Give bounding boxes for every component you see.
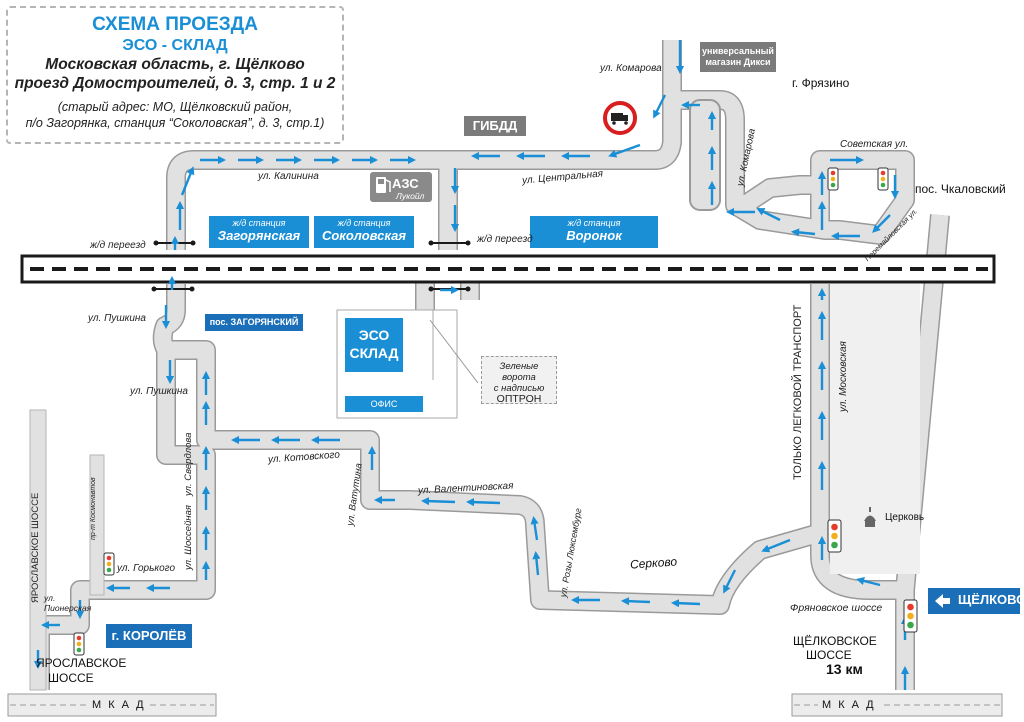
station-name: Загорянская [217,228,301,243]
gate-line-3: ОПТРОН [496,393,542,405]
traffic-light-icon [73,632,85,656]
station-small-label: ж/д станция [232,218,286,228]
railway [20,240,996,292]
mkad-left-label: М К А Д [88,699,150,711]
old-address-line-2: п/о Загорянка, станция “Соколовская”, д.… [25,116,325,130]
warehouse-line-2: СКЛАД [349,345,399,361]
shchelkovo-label: ЩЁЛКОВО [958,592,1024,607]
route-arrows [33,40,910,690]
map-title: СХЕМА ПРОЕЗДА [92,14,258,35]
station-name: Соколовская [321,228,407,243]
crossing-left-label: ж/д переезд [90,240,146,251]
distance-label: 13 км [826,661,863,677]
station-voronok: ж/д станция Воронок [530,216,658,248]
station-sokolovskaya: ж/д станция Соколовская [314,216,414,248]
dixie-line-2: магазин Дикси [705,57,771,67]
no-trucks-sign-icon [603,101,637,135]
azs-brand-label: Лукойл [396,191,425,201]
street-pionerskaya-1: ул. [44,593,56,603]
street-komarova: ул. Комарова [600,63,662,74]
old-address-line-1: (старый адрес: МО, Щёлковский район, [57,100,293,114]
route-info-box: СХЕМА ПРОЕЗДА ЭСО - СКЛАД Московская обл… [6,6,344,144]
gate-note: Зеленые ворота с надписью ОПТРОН [481,356,557,405]
street-fryanovskoe: Фряновское шоссе [790,602,883,614]
station-zagoryanskaya: ж/д станция Загорянская [209,216,309,248]
yaroslavskoe-vertical-label: ЯРОСЛАВСКОЕ ШОССЕ [30,492,41,603]
shchelkovskoe-line-1: ЩЁЛКОВСКОЕ [793,634,877,648]
street-sverdlova: ул. Свердлова [183,432,194,496]
address-line-1: Московская область, г. Щёлково [45,56,305,73]
station-small-label: ж/д станция [567,218,621,228]
traffic-light-icon [827,167,839,191]
mkad-right-label: М К А Д [818,699,880,711]
street-pionerskaya-2: Пионерская [44,603,92,613]
korolev-label: г. КОРОЛЁВ [106,624,192,648]
street-kalinina: ул. Калинина [258,171,319,182]
church-icon [864,507,876,527]
crossing-right-label: ж/д переезд [477,234,533,245]
dixie-line-1: универсальный [702,46,774,56]
street-pushkina-2: ул. Пушкина [130,386,188,397]
traffic-light-icon [903,599,918,633]
office-label: ОФИС [345,396,423,412]
address-line-2: проезд Домостроителей, д. 3, стр. 1 и 2 [14,75,336,92]
traffic-light-icon [877,167,889,191]
gate-line-1: Зеленые ворота [499,361,539,383]
zagoryansky-label: пос. ЗАГОРЯНСКИЙ [205,314,303,331]
traffic-light-icon [827,519,842,553]
street-pushkina-1: ул. Пушкина [88,313,146,324]
chkalovsky-label: пос. Чкаловский [915,182,1006,196]
street-gorkogo: ул. Горького [117,563,176,574]
warehouse-line-1: ЭСО [358,327,390,343]
map-subtitle: ЭСО - СКЛАД [122,37,228,54]
street-moskovskaya: ул. Московская [838,341,849,412]
azs-label: АЗС [392,176,419,191]
station-small-label: ж/д станция [337,218,391,228]
traffic-light-icon [103,552,115,576]
dixie-store-label: универсальный магазин Дикси [700,42,776,72]
gas-station-icon [370,172,432,202]
fryazino-label: г. Фрязино [792,76,850,90]
street-shosseynaya: ул. Шоссейная [183,505,194,570]
gate-line-2: с надписью [493,383,545,394]
street-sovetskaya: Советская ул. [840,139,909,150]
only-cars-label: ТОЛЬКО ЛЕГКОВОЙ ТРАНСПОРТ [792,304,804,480]
station-name: Воронок [566,228,622,243]
warehouse-label: ЭСО СКЛАД [345,318,403,372]
street-kosmonavtov: пр-т Космонавтов [90,477,97,540]
church-label: Церковь [885,512,925,523]
arrow-left-icon [935,594,950,608]
shchelkovskoe-line-2: ШОССЕ [806,648,852,662]
yaroslavskoe-line-1: ЯРОСЛАВСКОЕ [36,656,127,670]
gibdd-label: ГИБДД [464,116,526,136]
yaroslavskoe-line-2: ШОССЕ [48,671,94,685]
